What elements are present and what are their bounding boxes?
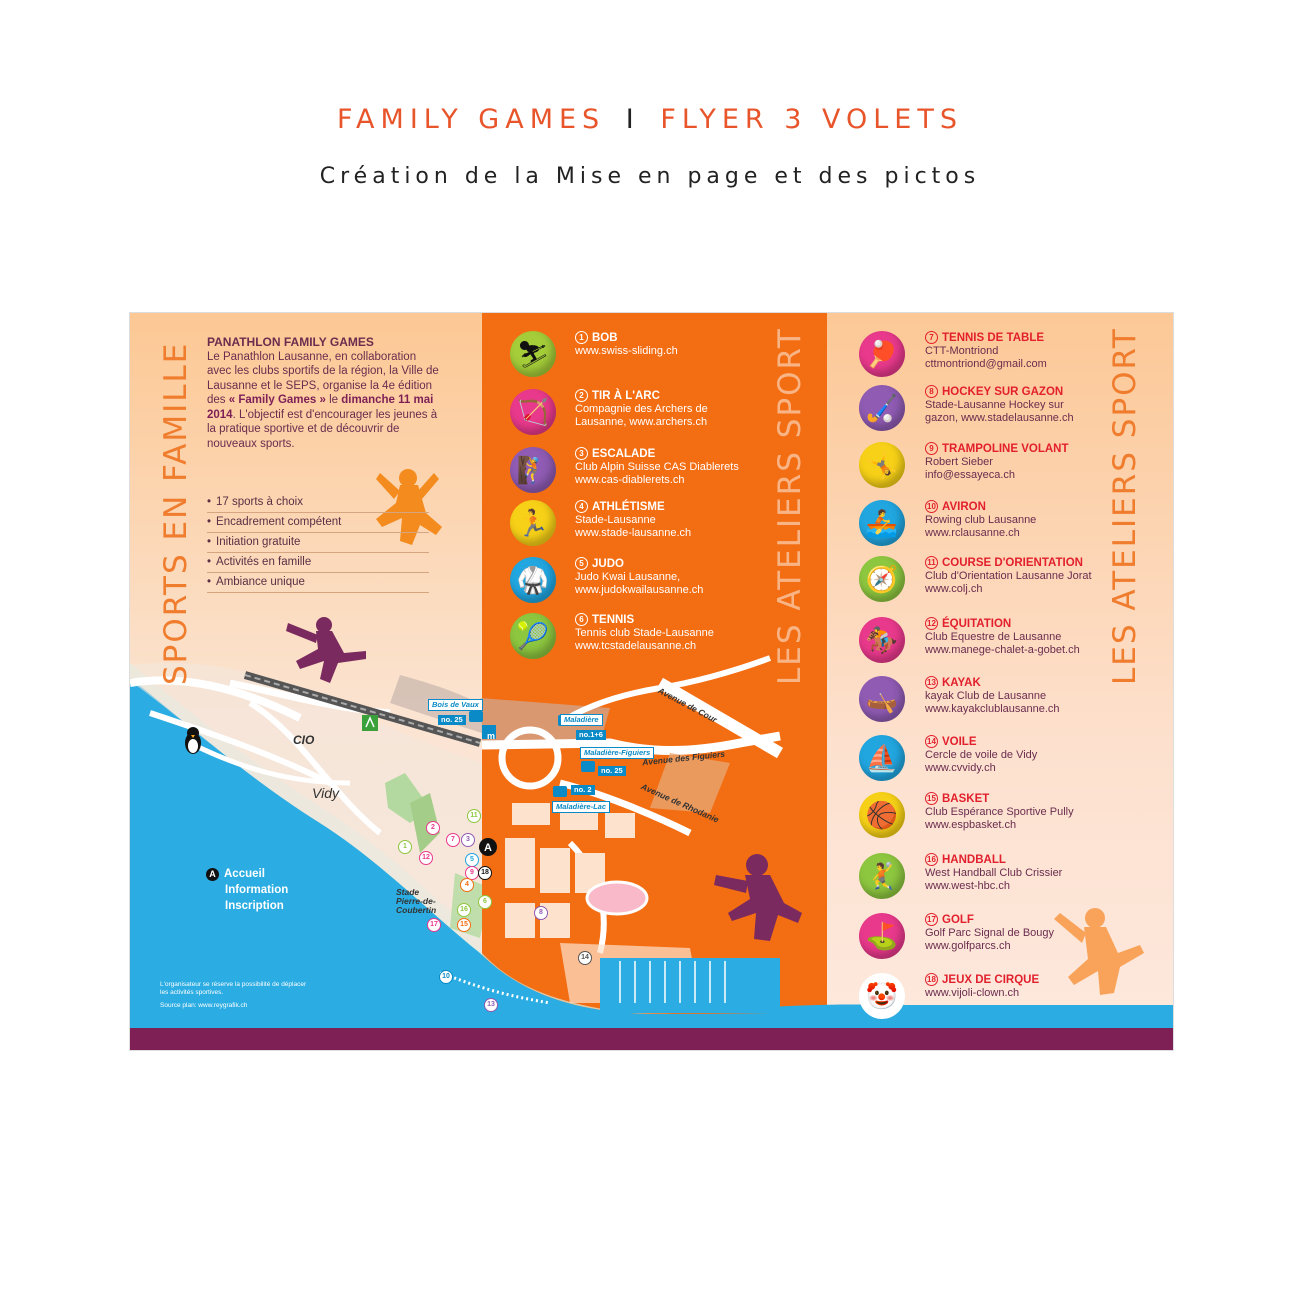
- lake: [130, 678, 1173, 1050]
- tennis-icon: 🎾: [510, 613, 556, 659]
- rowing-icon: 🚣: [859, 500, 905, 546]
- field-hockey-icon: 🏑: [859, 385, 905, 431]
- penguin-mascot: [185, 727, 201, 754]
- bottom-bar: [130, 1028, 1173, 1050]
- orienteering-icon: 🧭: [859, 556, 905, 602]
- legend-line: Inscription: [225, 900, 284, 912]
- svg-text:A: A: [484, 842, 492, 854]
- title-part-2: FLYER 3 VOLETS: [660, 104, 963, 135]
- map-note: L'organisateur se réserve la possibilité…: [160, 981, 310, 1010]
- map-marker-17: 17: [427, 918, 441, 932]
- intro-block: PANATHLON FAMILY GAMES Le Panathlon Laus…: [207, 335, 439, 451]
- map-marker-13: 13: [484, 998, 498, 1012]
- bus-line-maladiere-figuiers: no. 25: [598, 766, 626, 776]
- archery-icon: 🏹: [510, 389, 556, 435]
- map-marker-5: 5: [465, 853, 479, 867]
- bus-line-bois-de-vaux: no. 25: [438, 715, 466, 725]
- feature-item: Activités en famille: [207, 553, 429, 573]
- feature-item: Initiation gratuite: [207, 533, 429, 553]
- map-marker-1: 1: [398, 840, 412, 854]
- title-part-1: FAMILY GAMES: [337, 104, 606, 135]
- middle-vertical-title: LES ATELIERS SPORT: [772, 327, 808, 685]
- horse-riding-icon: 🏇: [859, 617, 905, 663]
- feature-item: 17 sports à choix: [207, 493, 429, 513]
- map-label-vidy: Vidy: [312, 785, 339, 801]
- map-marker-16: 16: [457, 903, 471, 917]
- feature-item: Encadrement compétent: [207, 513, 429, 533]
- metro-icon: m: [487, 731, 496, 741]
- welcome-marker-icon: A: [206, 868, 219, 881]
- map-marker-11: 11: [467, 809, 481, 823]
- legend-line: Information: [225, 884, 289, 896]
- bobsleigh-icon: ⛷: [510, 331, 556, 377]
- clown-icon: 🤡: [859, 973, 905, 1019]
- feature-item: Ambiance unique: [207, 573, 429, 593]
- bus-stop-maladiere-figuiers: Maladière-Figuiers: [580, 747, 655, 759]
- map-marker-7: 7: [446, 833, 460, 847]
- table-tennis-icon: 🏓: [859, 331, 905, 377]
- judo-icon: 🥋: [510, 557, 556, 603]
- bus-stop-maladiere: Maladière: [560, 714, 603, 726]
- map-marker-10: 10: [439, 970, 453, 984]
- bus-stop-maladiere-lac: Maladière-Lac: [552, 801, 611, 813]
- organizer-note: L'organisateur se réserve la possibilité…: [160, 981, 307, 996]
- golf-icon: ⛳: [859, 913, 905, 959]
- map-marker-3: 3: [461, 833, 475, 847]
- map-marker-18: 18: [478, 866, 492, 880]
- page-title: FAMILY GAMES I FLYER 3 VOLETS: [0, 104, 1300, 135]
- basketball-icon: 🏀: [859, 792, 905, 838]
- map-marker-15: 15: [457, 918, 471, 932]
- page-subtitle: Création de la Mise en page et des picto…: [319, 164, 981, 189]
- map-marker-12: 12: [419, 851, 433, 865]
- map-marker-8: 8: [534, 906, 548, 920]
- left-vertical-title: SPORTS EN FAMILLE: [158, 341, 194, 685]
- map-source: Source plan: www.reygrafik.ch: [160, 1002, 248, 1009]
- feature-list: 17 sports à choix Encadrement compétent …: [207, 493, 429, 593]
- handball-icon: 🤾: [859, 853, 905, 899]
- map-label-cio: CIO: [293, 733, 315, 747]
- map-marker-2: 2: [426, 821, 440, 835]
- right-vertical-title: LES ATELIERS SPORT: [1107, 327, 1143, 685]
- flyer: A SPORTS EN FAMILLE LES ATELIERS SPORT L…: [129, 312, 1174, 1051]
- map-label-stade: Stade Pierre-de- Coubertin: [396, 887, 437, 915]
- intro-paragraph: Le Panathlon Lausanne, en collaboration …: [207, 350, 439, 450]
- kayak-icon: 🛶: [859, 676, 905, 722]
- sailing-icon: ⛵: [859, 735, 905, 781]
- bus-line-maladiere: no.1+6: [576, 730, 606, 740]
- map-marker-14: 14: [578, 951, 592, 965]
- title-separator: I: [625, 104, 640, 135]
- climbing-icon: 🧗: [510, 447, 556, 493]
- athletics-icon: 🏃: [510, 500, 556, 546]
- legend-line: Accueil: [224, 868, 265, 880]
- intro-heading: PANATHLON FAMILY GAMES: [207, 335, 374, 349]
- trampoline-icon: 🤸: [859, 442, 905, 488]
- map-marker-4: 4: [460, 878, 474, 892]
- bus-line-maladiere-lac: no. 2: [571, 785, 595, 795]
- map-marker-6: 6: [478, 895, 492, 909]
- map-legend: A Accueil Information Inscription: [206, 866, 288, 914]
- bus-stop-bois-de-vaux: Bois de Vaux: [428, 699, 483, 711]
